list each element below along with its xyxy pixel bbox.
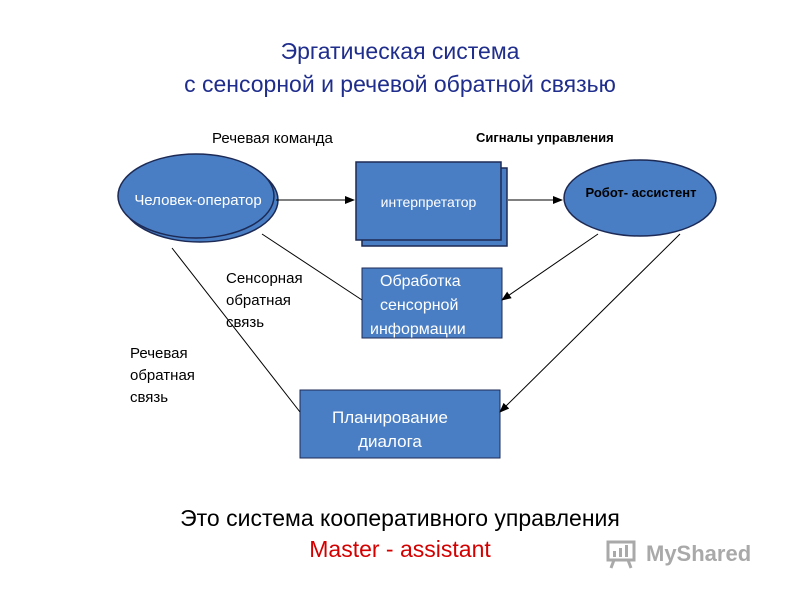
line-dialog-planning-to-operator [171,247,301,413]
arrow-robot-to-dialog-planning [499,233,681,413]
sensory-processing-line-2: сенсорной [380,297,459,314]
dialog-planning-node [299,389,501,459]
footer-line-1: Это система кооперативного управления [180,505,620,531]
sensory-processing-node [361,267,503,339]
interpreter-node [355,161,508,247]
line-sensory-processing-to-operator [261,233,363,301]
control-signals-label: Сигналы управления [476,130,614,145]
dialog-planning-label: Планирование диалога [300,406,480,454]
speech-feedback-line-3: связь [130,389,169,406]
sensory-feedback-line-3: связь [226,314,265,331]
sensory-processing-label: Обработка сенсорной информации [368,270,488,342]
operator-label: Человек-оператор [134,192,262,209]
sensory-processing-line-3: информации [370,321,466,338]
watermark-text: MyShared [646,541,752,566]
watermark: MyShared [606,536,776,572]
arrow-robot-to-sensory-processing [501,233,599,301]
dialog-planning-line-1: Планирование [331,408,449,427]
sensory-feedback-line-2: обратная [226,292,291,309]
speech-command-label: Речевая команда [212,130,333,147]
speech-feedback-label: Речевая обратная связь [130,343,195,409]
presentation-board-icon [606,540,636,569]
operator-node [117,153,279,243]
speech-feedback-line-1: Речевая [130,345,188,362]
sensory-feedback-label: Сенсорная обратная связь [226,268,303,334]
sensory-processing-line-1: Обработка [380,273,461,290]
sensory-feedback-line-1: Сенсорная [226,270,303,287]
interpreter-label: интерпретатор [380,194,477,210]
robot-label: Робот- ассистент [585,185,697,200]
footer-line-2: Master - assistant [309,536,491,562]
robot-node [563,159,717,237]
title-line-1: Эргатическая система [280,38,520,64]
dialog-planning-line-2: диалога [358,432,422,451]
speech-feedback-line-2: обратная [130,367,195,384]
title-line-2: с сенсорной и речевой обратной связью [184,71,616,97]
